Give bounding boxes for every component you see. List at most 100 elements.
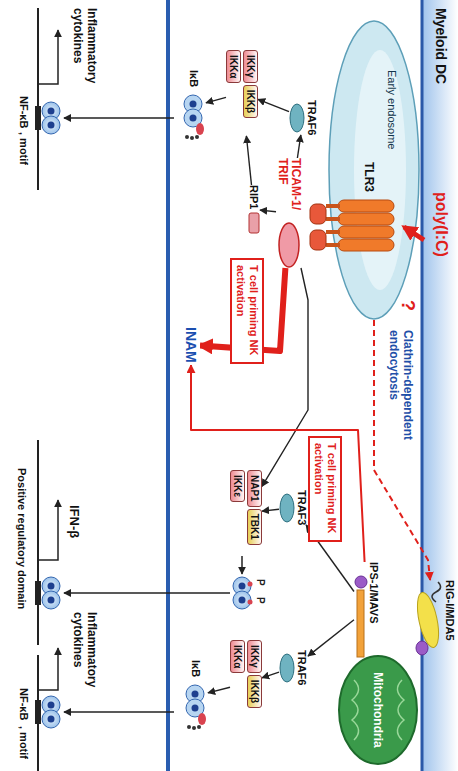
ubiquitin [197, 725, 201, 729]
kinase-block: IKKα [226, 50, 241, 83]
protein-shape [289, 103, 305, 133]
viral-rna [432, 582, 441, 602]
kinase-block: NAP1 [247, 470, 262, 507]
ectodomain [338, 200, 394, 212]
kinase-block: IKKα [230, 640, 245, 673]
irf3-dimer [233, 577, 253, 609]
organelle-label: Mitochondria [371, 672, 385, 747]
subunit-core [48, 716, 55, 723]
annotation-label: Clathrin-dependent endocytosis [386, 330, 414, 455]
subunit [42, 591, 60, 609]
ticam-oval [279, 223, 299, 267]
phosphorylation-arrow [241, 556, 243, 574]
outcome-text: T cell priming NK activation [312, 443, 338, 535]
protein-node: TRAF6 [279, 650, 308, 685]
annotation-label: ? [397, 300, 418, 311]
nfkb-ikb-complex [182, 90, 206, 142]
traf-oval [280, 654, 294, 682]
annotation-label: Inflammatory cytokines [70, 612, 98, 700]
transcription-arrow [38, 500, 58, 560]
ikb-mark [196, 123, 204, 135]
membrane-band [422, 0, 458, 771]
annotation-label: , motif [17, 132, 30, 165]
translocation-arrow [64, 592, 230, 594]
connector [258, 99, 289, 111]
rig-i-shape [412, 580, 444, 656]
ectodomain [338, 213, 394, 225]
subunit-core [48, 122, 55, 129]
kinase-block: IKKγ [243, 50, 258, 83]
card-domain [416, 641, 428, 655]
connector [297, 135, 300, 158]
traf-oval [280, 494, 294, 522]
outcome-box: T cell priming NK activation [308, 436, 342, 542]
transmembrane [326, 230, 340, 234]
kinase-complex: NAP1TBK1IKKε [230, 470, 262, 556]
connector [191, 365, 365, 562]
adaptor-label: TICAM-1/ TRIF [276, 158, 302, 218]
inhibitor-node: IκB [182, 70, 206, 142]
compartment-label: Early endosome [386, 70, 398, 150]
annotation-label: NF-κB [17, 688, 30, 720]
endosome-shape [329, 21, 419, 319]
helicase [413, 591, 442, 650]
protein-label: IκB [190, 660, 202, 677]
subunit-core [192, 691, 199, 698]
ikb-mark [198, 713, 206, 725]
protein-label: TRAF6 [306, 100, 318, 135]
annotation-label: P [255, 579, 267, 586]
ips-1-bar [357, 590, 364, 657]
translocation-arrow [64, 711, 174, 713]
kinase-block: IKKβ [247, 675, 262, 708]
transmembrane [326, 204, 340, 208]
ubiquitin [190, 136, 194, 140]
subunit-core [48, 583, 55, 590]
transmembrane [326, 217, 340, 221]
subunit [42, 116, 60, 134]
annotation-label: Myeloid DC [433, 8, 449, 84]
protein-shape [279, 493, 295, 523]
annotation-label: , motif [17, 726, 30, 759]
annotation-label: NF-κB [17, 96, 30, 128]
cristae [397, 680, 404, 740]
subunit-core [239, 583, 246, 590]
annotation-label: Positive regulatory domain [15, 468, 28, 609]
protein-label: RIP1 [248, 185, 260, 209]
phosphate-dot [248, 582, 253, 587]
motif-box [35, 106, 41, 130]
ubiquitin [192, 726, 196, 730]
ubiquitin [195, 135, 199, 139]
protein-node: RIP1 [248, 185, 260, 234]
connector [262, 672, 279, 678]
nfkb-ikb-complex [184, 680, 208, 732]
ligand-arrow [404, 227, 424, 240]
tir-domain [310, 204, 326, 224]
subunit-core [190, 101, 197, 108]
protein-node: TRAF3 [279, 490, 308, 525]
mitochondria-shape [339, 656, 417, 764]
sensor-label: RIG-I/MDA5 [444, 580, 456, 656]
kinase-complex: IKKγIKKβIKKα [230, 640, 262, 726]
outcome-box: T cell priming NK activation [230, 258, 264, 364]
phosphate-dot [248, 600, 253, 605]
connector [308, 620, 354, 656]
annotation-label: IFN-β [66, 505, 81, 538]
adaptor-label: IPS-1/MAVS [368, 562, 380, 657]
motif-box [35, 700, 41, 724]
protein-label: IκB [188, 70, 200, 87]
translocation-arrow [64, 117, 174, 119]
protein-label: TRAF3 [296, 490, 308, 525]
connector [246, 136, 251, 185]
transcription-arrow [38, 648, 58, 690]
subunit-core [48, 702, 55, 709]
connector [206, 97, 226, 103]
nfkb-dimer [42, 696, 60, 728]
motif-box [35, 581, 41, 605]
molecule-node: INAM [182, 325, 200, 365]
ubiquitin [187, 725, 191, 729]
subunit [42, 710, 60, 728]
annotation-label: Inflammatory cytokines [70, 8, 98, 96]
dna-line [37, 440, 39, 645]
transmembrane [326, 243, 340, 247]
